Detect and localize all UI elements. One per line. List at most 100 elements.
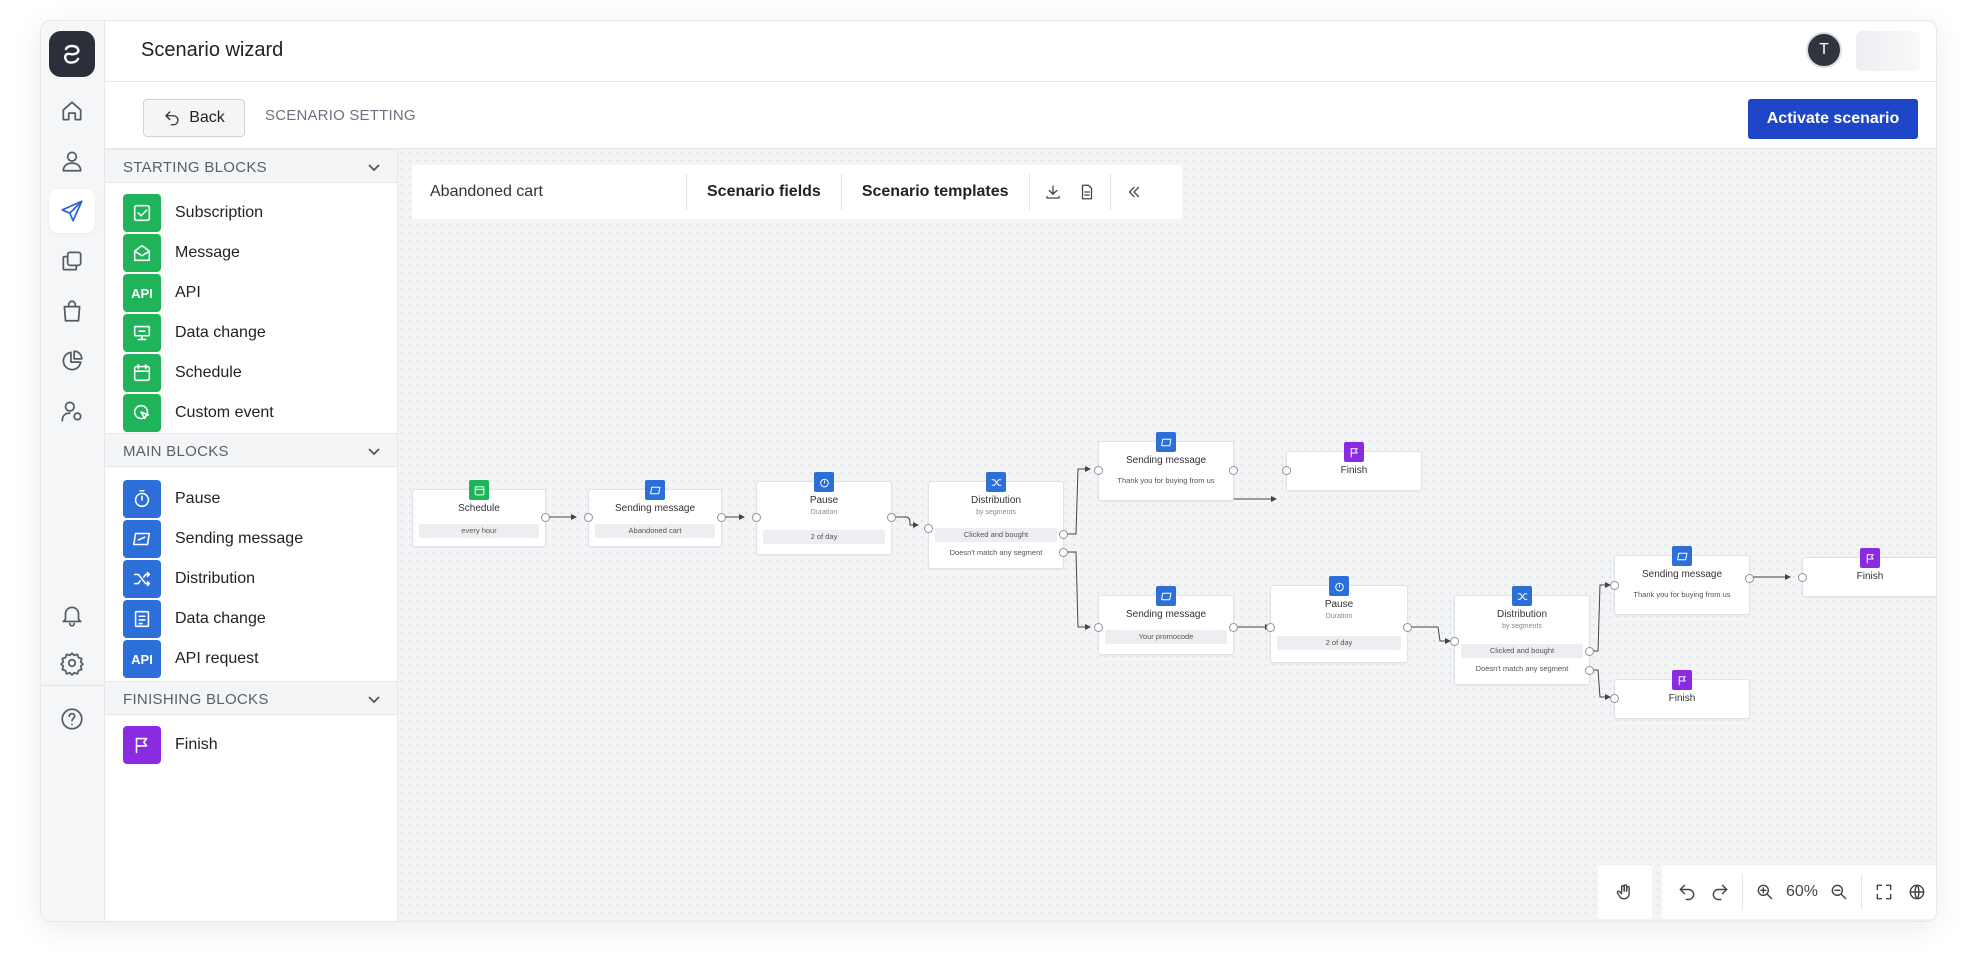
scenario-templates-button[interactable]: Scenario templates: [842, 174, 1030, 210]
copy-icon: [62, 251, 82, 271]
input-port[interactable]: [1610, 581, 1619, 590]
node-title: Sending message: [1125, 455, 1207, 466]
download-icon[interactable]: [1036, 174, 1070, 210]
node-distribution-1[interactable]: Distribution by segments Clicked and bou…: [924, 472, 1068, 569]
block-api-request[interactable]: API API request: [123, 639, 259, 679]
globe-icon[interactable]: [1901, 874, 1934, 910]
block-data-change[interactable]: Data change: [123, 313, 266, 353]
input-port[interactable]: [1450, 637, 1459, 646]
block-subscription[interactable]: Subscription: [123, 193, 263, 233]
output-port[interactable]: [1229, 466, 1238, 475]
output-port[interactable]: [1745, 574, 1754, 583]
node-value: Thank you for buying from us: [1117, 476, 1215, 485]
api-icon: API: [123, 640, 161, 678]
message-card-icon: [123, 520, 161, 558]
hand-icon[interactable]: [1607, 874, 1643, 910]
output-port[interactable]: [887, 513, 896, 522]
output-port[interactable]: [717, 513, 726, 522]
node-title: Pause: [1324, 599, 1354, 610]
finishing-blocks-header[interactable]: FINISHING BLOCKS: [105, 681, 397, 715]
node-title: Sending message: [1125, 609, 1207, 620]
controls-divider: [1861, 874, 1862, 910]
output-port[interactable]: [1585, 647, 1594, 656]
input-port[interactable]: [1282, 466, 1291, 475]
node-finish-2[interactable]: Finish: [1798, 548, 1936, 597]
flag-icon: [1344, 442, 1364, 462]
input-port[interactable]: [924, 524, 933, 533]
node-value: Your promocode: [1105, 630, 1227, 644]
output-port[interactable]: [1403, 623, 1412, 632]
home-icon: [62, 101, 82, 121]
nav-templates[interactable]: [49, 239, 95, 283]
monitor-edit-icon: [123, 314, 161, 352]
chevron-down-icon: [368, 448, 380, 456]
input-port[interactable]: [1798, 573, 1807, 582]
node-pause-2[interactable]: Pause Duration 2 of day: [1266, 576, 1412, 663]
node-sending-message-3[interactable]: Sending message Your promocode: [1094, 586, 1238, 655]
output-port[interactable]: [1059, 548, 1068, 557]
node-value: 2 of day: [1277, 636, 1401, 650]
output-port[interactable]: [541, 513, 550, 522]
input-port[interactable]: [1266, 623, 1275, 632]
section-title: STARTING BLOCKS: [123, 159, 267, 176]
main-blocks-header[interactable]: MAIN BLOCKS: [105, 433, 397, 467]
activate-scenario-button[interactable]: Activate scenario: [1748, 99, 1918, 139]
node-finish-1[interactable]: Finish: [1282, 442, 1422, 491]
logo-icon[interactable]: [49, 31, 95, 77]
block-schedule[interactable]: Schedule: [123, 353, 242, 393]
output-port[interactable]: [1229, 623, 1238, 632]
nav-analytics[interactable]: [49, 339, 95, 383]
node-sending-message-2[interactable]: Sending message Thank you for buying fro…: [1094, 432, 1238, 501]
back-button[interactable]: Back: [143, 99, 245, 137]
document-icon[interactable]: [1070, 174, 1104, 210]
branch-option: Doesn't match any segment: [949, 548, 1043, 557]
avatar[interactable]: T: [1806, 32, 1842, 68]
nav-contacts[interactable]: [49, 139, 95, 183]
fullscreen-icon[interactable]: [1868, 874, 1901, 910]
nav-settings[interactable]: [49, 641, 95, 685]
block-api[interactable]: API API: [123, 273, 201, 313]
input-port[interactable]: [752, 513, 761, 522]
scenario-setting-link[interactable]: SCENARIO SETTING: [265, 107, 416, 124]
node-sending-message-1[interactable]: Sending message Abandoned cart: [584, 480, 726, 547]
nav-user-settings[interactable]: [49, 389, 95, 433]
account-name-blurred[interactable]: [1856, 31, 1920, 71]
node-sending-message-4[interactable]: Sending message Thank you for buying fro…: [1610, 546, 1754, 615]
block-data-change-main[interactable]: Data change: [123, 599, 266, 639]
app-header: Scenario wizard T: [105, 21, 1936, 82]
output-port[interactable]: [1059, 530, 1068, 539]
input-port[interactable]: [1094, 623, 1103, 632]
input-port[interactable]: [584, 513, 593, 522]
scenario-canvas[interactable]: Abandoned cart Scenario fields Scenario …: [398, 149, 1936, 921]
node-distribution-2[interactable]: Distribution by segments Clicked and bou…: [1450, 586, 1594, 685]
node-pause-1[interactable]: Pause Duration 2 of day: [752, 472, 896, 555]
undo-icon[interactable]: [1670, 874, 1703, 910]
block-distribution[interactable]: Distribution: [123, 559, 255, 599]
starting-blocks-header[interactable]: STARTING BLOCKS: [105, 149, 397, 183]
node-subtitle: by segments: [1502, 623, 1542, 630]
block-custom-event[interactable]: Custom event: [123, 393, 274, 433]
nav-home[interactable]: [49, 89, 95, 133]
block-finish[interactable]: Finish: [123, 725, 218, 765]
node-title: Finish: [1856, 571, 1884, 582]
node-schedule[interactable]: Schedule every hour: [412, 480, 550, 547]
block-sending-message[interactable]: Sending message: [123, 519, 303, 559]
zoom-in-icon[interactable]: [1749, 874, 1782, 910]
input-port[interactable]: [1610, 694, 1619, 703]
scenario-fields-button[interactable]: Scenario fields: [687, 174, 842, 210]
input-port[interactable]: [1094, 466, 1103, 475]
scenario-name-field[interactable]: Abandoned cart: [412, 174, 687, 210]
zoom-out-icon[interactable]: [1822, 874, 1855, 910]
nav-help[interactable]: [49, 697, 95, 741]
block-message[interactable]: Message: [123, 233, 240, 273]
checkbox-icon: [123, 194, 161, 232]
collapse-chevrons-icon[interactable]: [1117, 174, 1151, 210]
redo-icon[interactable]: [1703, 874, 1736, 910]
node-finish-3[interactable]: Finish: [1610, 670, 1750, 719]
nav-scenarios[interactable]: [49, 189, 95, 233]
inbox-icon: [123, 234, 161, 272]
output-port[interactable]: [1585, 666, 1594, 675]
nav-notifications[interactable]: [49, 593, 95, 637]
nav-products[interactable]: [49, 289, 95, 333]
block-pause[interactable]: Pause: [123, 479, 220, 519]
